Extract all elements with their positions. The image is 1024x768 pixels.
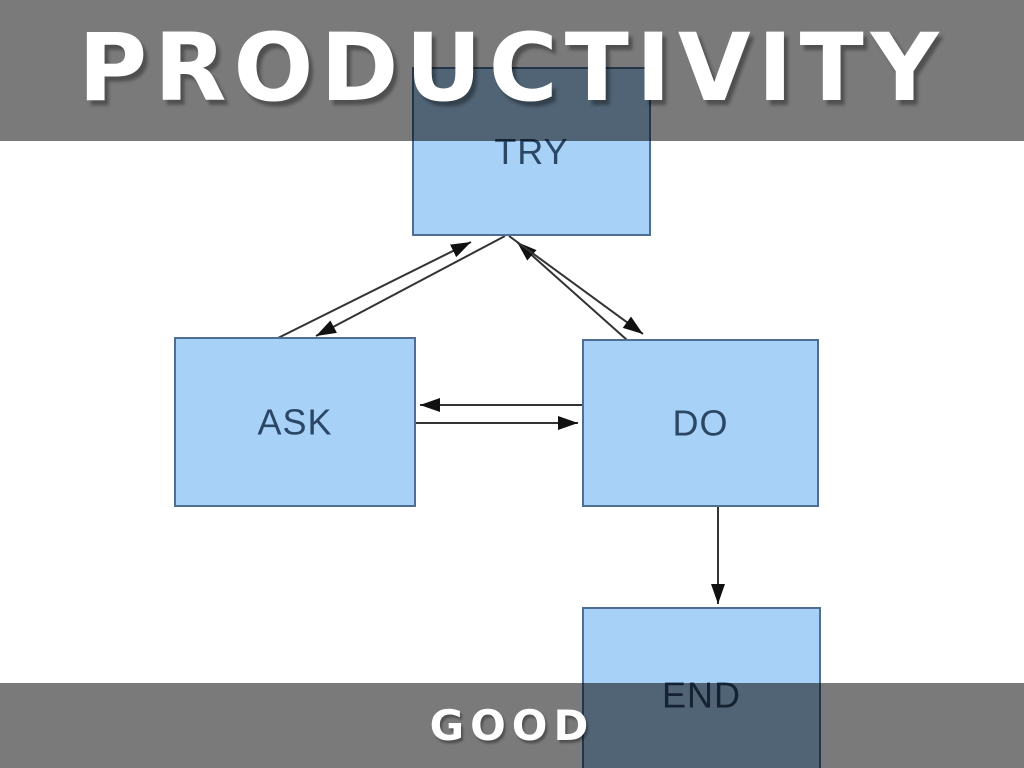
flow-edge-ask-to-try (277, 241, 472, 339)
flow-edge-try-to-do (508, 235, 644, 335)
flow-node-label-do: DO (673, 403, 729, 444)
bottom-banner: GOOD (0, 683, 1024, 768)
flow-nodes: TRYASKDOEND (174, 67, 821, 768)
slide-footer-text: GOOD (429, 700, 595, 750)
flow-node-label-ask: ASK (257, 402, 332, 443)
flow-edge-do-to-try (516, 241, 628, 341)
slide-title: PRODUCTIVITY (78, 13, 946, 123)
flow-node-do (582, 339, 819, 507)
flow-node-ask (174, 337, 416, 507)
flow-edge-try-to-ask (315, 235, 506, 337)
flow-edges (277, 235, 725, 604)
top-banner: PRODUCTIVITY (0, 0, 1024, 141)
